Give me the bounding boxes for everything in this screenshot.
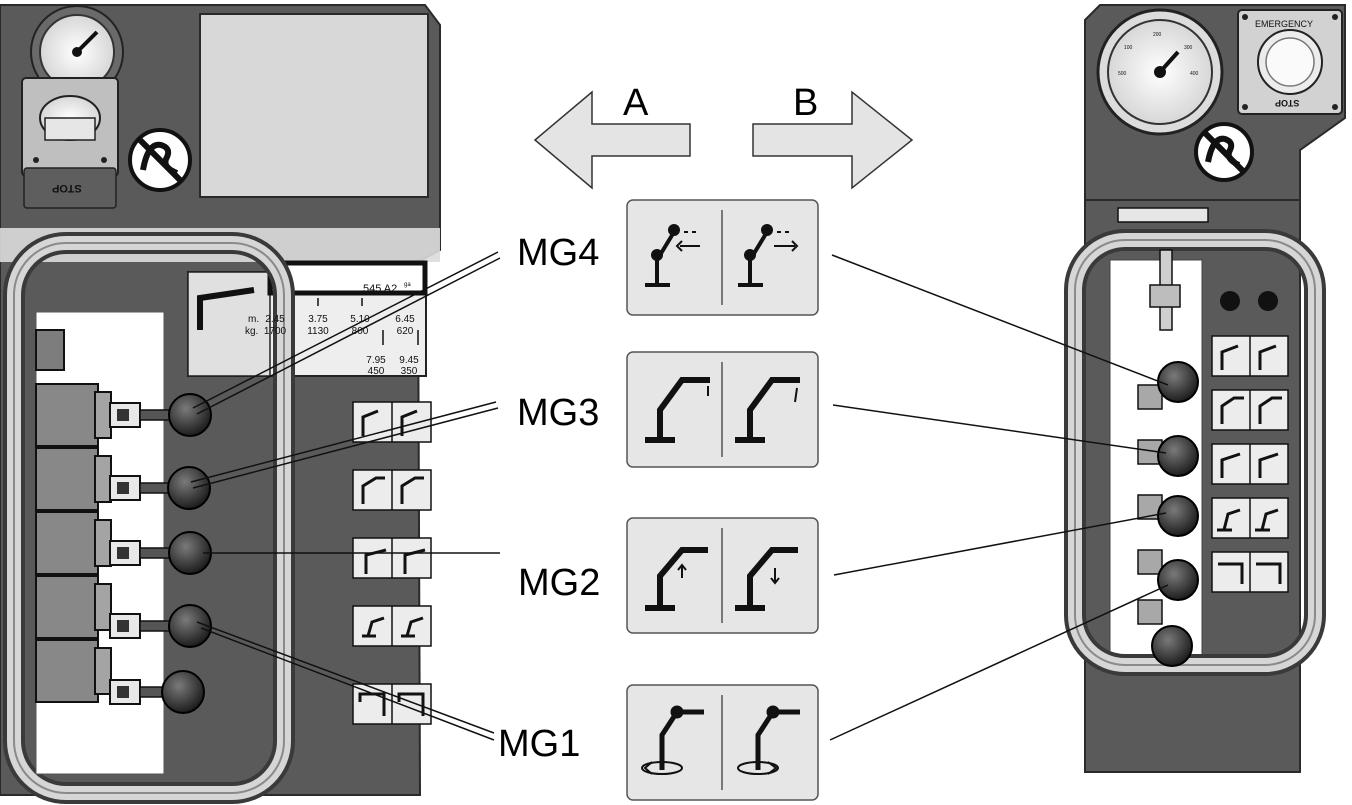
lever-knob-mg1[interactable] <box>168 604 212 648</box>
load-chart-capacity: 350 <box>400 366 418 377</box>
valve-section-mg3 <box>35 447 171 511</box>
load-chart-reach: 6.45 <box>395 314 415 325</box>
leader-line-mg3-left <box>190 401 499 489</box>
valve-bank <box>35 329 171 705</box>
load-chart-reach: 7.95 <box>366 355 386 366</box>
gauge-tick-label: 500 <box>1118 71 1127 77</box>
function-box-mg4 <box>626 199 819 316</box>
right-lever-knob-mg2[interactable] <box>1157 495 1199 537</box>
slew-right-icon <box>737 705 800 775</box>
load-chart-reach: 9.45 <box>399 355 419 366</box>
function-box-mg2 <box>626 517 819 634</box>
boom-lower-icon <box>735 547 798 611</box>
gauge-tick-label: 100 <box>1124 45 1133 51</box>
right-top-bracket <box>1117 207 1209 223</box>
jib-raise-icon <box>645 377 710 443</box>
right-lever-knob-mg3[interactable] <box>1157 435 1199 477</box>
leader-line-mg1-left <box>196 621 495 741</box>
boom-extension-extend-icon <box>738 224 799 287</box>
load-chart-reach: 2.45 <box>265 314 285 325</box>
valve-section-spare <box>35 639 171 705</box>
gauge-tick-label: 200 <box>1153 32 1162 38</box>
load-chart-model: 545 A2 <box>363 283 398 295</box>
right-lever-knob-mg1[interactable] <box>1157 559 1199 601</box>
leader-line-mg1-right <box>829 584 1169 741</box>
group-label-mg2: MG2 <box>518 562 601 604</box>
right-function-label-column <box>1211 335 1289 593</box>
boom-raise-icon <box>645 547 708 611</box>
right-stop-text: STOP <box>1275 98 1300 108</box>
left-guard-frame <box>3 232 295 804</box>
leader-line-mg4-left <box>192 251 501 415</box>
load-chart-capacity: 620 <box>396 326 414 337</box>
load-chart-unit-kg: kg. <box>245 326 259 337</box>
leader-line-mg4-right <box>831 254 1169 386</box>
right-function-label-glyphs <box>1217 344 1282 584</box>
direction-label-b: B <box>793 82 819 124</box>
right-lever-knob-spare[interactable] <box>1151 625 1193 667</box>
load-chart-unit-m: m. <box>248 314 260 325</box>
group-label-mg1: MG1 <box>498 723 581 765</box>
direction-arrow-b <box>752 90 914 190</box>
right-control-panel <box>1064 4 1346 773</box>
leader-line-mg2-right <box>833 512 1167 576</box>
left-function-label-column <box>352 401 432 725</box>
valve-section-mg4 <box>35 383 171 447</box>
lever-knob-spare[interactable] <box>161 670 205 714</box>
load-chart-reach: 5.10 <box>350 314 370 325</box>
indicator-dot <box>1220 291 1240 311</box>
lever-knob-mg3[interactable] <box>167 466 211 510</box>
right-pressure-gauge <box>1096 8 1224 136</box>
leader-lines <box>190 251 1169 741</box>
gauge-tick-label: 300 <box>1184 45 1193 51</box>
right-emergency-text: EMERGENCY <box>1255 19 1314 29</box>
indicator-dot <box>1258 291 1278 311</box>
right-valve-stack <box>1137 249 1181 625</box>
blank-plate <box>199 13 429 198</box>
boom-extension-retract-icon <box>645 224 700 287</box>
emergency-stop-button[interactable] <box>39 95 101 141</box>
group-label-mg4: MG4 <box>517 232 600 274</box>
slew-left-icon <box>641 705 704 775</box>
load-chart-capacity: 450 <box>367 366 385 377</box>
gauge-tick-label: 400 <box>1190 71 1199 77</box>
load-chart-reach: 3.75 <box>308 314 328 325</box>
load-chart-plate <box>187 260 428 377</box>
no-touch-warning-icon <box>128 128 192 192</box>
right-no-touch-warning-icon <box>1194 122 1254 182</box>
load-chart-capacity: 1700 <box>263 326 287 337</box>
load-chart-capacity: 800 <box>351 326 369 337</box>
right-emergency-stop-button[interactable] <box>1257 29 1323 95</box>
function-box-mg3 <box>626 351 819 468</box>
function-box-mg1 <box>626 684 819 801</box>
jib-lower-icon <box>735 377 800 443</box>
right-lever-knob-mg4[interactable] <box>1157 361 1199 403</box>
valve-section-mg1 <box>35 575 171 639</box>
group-label-mg3: MG3 <box>517 392 600 434</box>
right-guard-frame <box>1064 229 1326 676</box>
load-chart-capacity: 1130 <box>307 326 329 337</box>
direction-arrow-a <box>533 90 691 190</box>
leader-line-mg3-right <box>832 404 1167 454</box>
direction-label-a: A <box>623 82 649 124</box>
left-control-panel <box>0 4 441 804</box>
left-stop-text: STOP <box>52 182 82 194</box>
lever-knob-mg4[interactable] <box>168 393 212 437</box>
load-chart-corner: ga <box>404 282 411 288</box>
pressure-gauge <box>30 5 124 99</box>
valve-section-mg2 <box>35 511 171 575</box>
